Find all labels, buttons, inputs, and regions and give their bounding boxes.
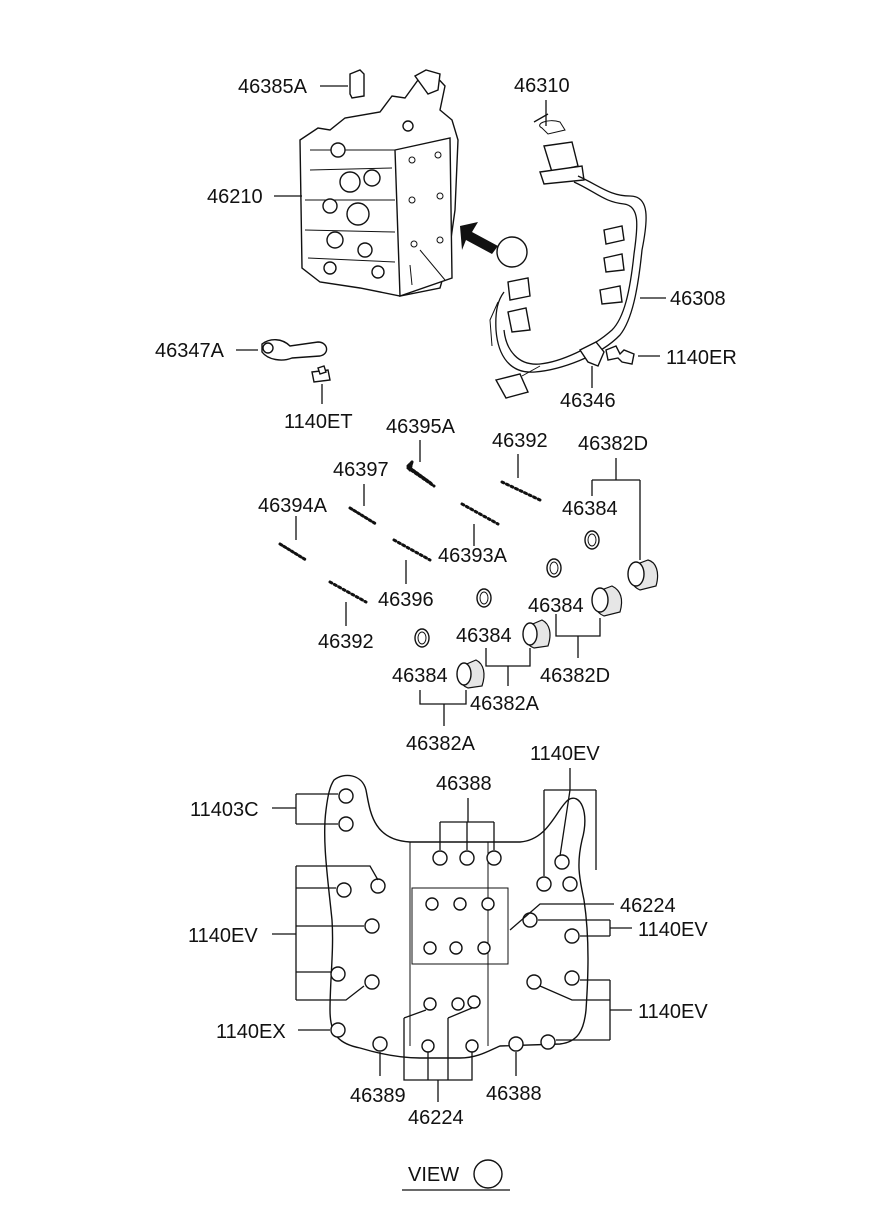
- label-46385A: 46385A: [238, 76, 308, 98]
- label-46393A: 46393A: [438, 545, 508, 567]
- label-46308: 46308: [670, 288, 726, 310]
- label-46384-b: 46384: [528, 595, 584, 617]
- label-46382D-bottom: 46382D: [540, 665, 610, 687]
- view-caption: VIEW: [402, 1159, 510, 1191]
- label-46224-right: 46224: [620, 895, 676, 917]
- label-46397: 46397: [333, 459, 389, 481]
- label-46382D-top: 46382D: [578, 433, 648, 455]
- spring-46392-bottom: [328, 580, 368, 626]
- label-11403C: 11403C: [190, 799, 259, 821]
- label-1140EX: 1140EX: [216, 1021, 286, 1043]
- label-46347A: 46347A: [155, 340, 225, 362]
- valve-46382A-bottom: [456, 659, 485, 689]
- ring-46384-d: [414, 628, 430, 648]
- label-46384-c: 46384: [456, 625, 512, 647]
- label-46310: 46310: [514, 75, 570, 97]
- view-arrow-icon: [460, 222, 528, 268]
- bracket-46346: [578, 341, 605, 388]
- wiring-harness: [489, 113, 666, 399]
- ring-46384-c: [476, 588, 492, 608]
- spring-46394A: [278, 516, 308, 562]
- label-46395A: 46395A: [386, 416, 456, 438]
- label-46384-a: 46384: [562, 498, 618, 520]
- label-46394A: 46394A: [258, 495, 328, 517]
- ring-46384-a: [584, 530, 600, 550]
- label-46346: 46346: [560, 390, 616, 412]
- plug-46385A: [320, 69, 365, 99]
- view-circle-icon: [473, 1159, 503, 1189]
- label-1140EV-right2: 1140EV: [638, 1001, 708, 1023]
- bolt-1140ER: [605, 345, 660, 365]
- label-46388-bottom: 46388: [486, 1083, 542, 1105]
- label-46210: 46210: [207, 186, 263, 208]
- valve-body-plate-view: [324, 774, 589, 1059]
- valve-46382D-bottom: [591, 585, 623, 617]
- label-46389: 46389: [350, 1085, 406, 1107]
- pipe-46347A: [236, 339, 328, 361]
- ring-46384-b: [546, 558, 562, 578]
- label-1140EV-top: 1140EV: [530, 743, 600, 765]
- label-46396: 46396: [378, 589, 434, 611]
- label-1140EV-right1: 1140EV: [638, 919, 708, 941]
- valve-body-assembly: [299, 69, 459, 297]
- label-46384-d: 46384: [392, 665, 448, 687]
- valve-46382A-top: [522, 619, 551, 649]
- label-1140EV-left: 1140EV: [188, 925, 258, 947]
- label-46388-top: 46388: [436, 773, 492, 795]
- spring-46392-top: [500, 454, 542, 502]
- spring-46393A: [460, 502, 500, 546]
- label-46382A-bottom: 46382A: [406, 733, 476, 755]
- label-46392-bottom: 46392: [318, 631, 374, 653]
- view-caption-text: VIEW: [408, 1164, 459, 1186]
- bolt-1140ET: [311, 365, 331, 404]
- label-1140ET: 1140ET: [284, 411, 353, 433]
- label-1140ER: 1140ER: [666, 347, 737, 369]
- spring-46395A: [406, 440, 436, 488]
- valve-46382D-top: [627, 559, 659, 591]
- label-46224-bottom: 46224: [408, 1107, 464, 1129]
- label-46382A-right: 46382A: [470, 693, 540, 715]
- label-46392-top: 46392: [492, 430, 548, 452]
- spring-46396: [392, 538, 432, 584]
- spring-46397: [348, 484, 378, 526]
